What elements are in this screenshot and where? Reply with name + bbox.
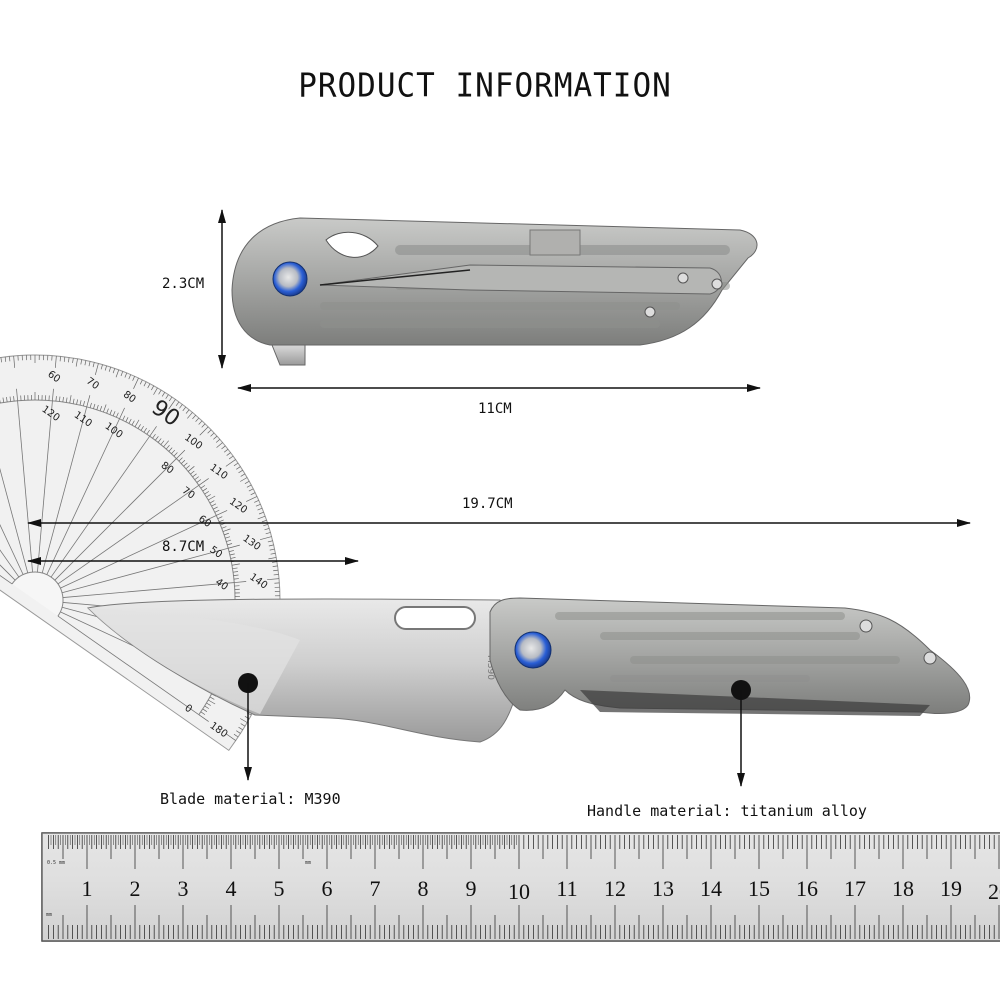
- ruler-number: 8: [418, 876, 429, 901]
- ruler-unit-top: 0.5 mm: [47, 860, 65, 866]
- ruler-number: 18: [892, 876, 914, 901]
- protractor-ray: [0, 418, 24, 575]
- blade-material-label: Blade material: M390: [160, 790, 341, 808]
- page-title: PRODUCT INFORMATION: [298, 67, 672, 105]
- protractor-ray: [0, 435, 20, 578]
- open-length-label: 19.7CM: [462, 496, 513, 512]
- protractor-ray: [41, 406, 88, 574]
- ruler-number: 9: [466, 876, 477, 901]
- protractor-ray: [57, 615, 200, 716]
- protractor-ray: [37, 400, 53, 573]
- ruler-number: 3: [178, 876, 189, 901]
- ruler-number: 2: [130, 876, 141, 901]
- ruler-number: 13: [652, 876, 674, 901]
- ruler-number: 12: [604, 876, 626, 901]
- ruler-number: 19: [940, 876, 962, 901]
- ruler-number: 10: [508, 879, 530, 904]
- ruler-number: 4: [226, 876, 237, 901]
- protractor-ray: [57, 484, 200, 585]
- ruler-number: 14: [700, 876, 722, 901]
- protractor-label: 0: [182, 703, 194, 716]
- height-label: 2.3CM: [162, 276, 205, 292]
- closed-length-label: 11CM: [478, 401, 512, 417]
- ruler-number: 11: [556, 876, 577, 901]
- protractor-ray: [0, 406, 29, 574]
- ruler-number: 20: [988, 879, 1000, 904]
- protractor-ray: [61, 547, 229, 594]
- protractor-ray: [50, 435, 151, 578]
- ruler-number: 6: [322, 876, 333, 901]
- blade-length-label: 8.7CM: [162, 539, 205, 555]
- handle-material-label: Handle material: titanium alloy: [587, 802, 867, 820]
- ruler-number: 17: [844, 876, 866, 901]
- ruler-number: 5: [274, 876, 285, 901]
- closed-knife: [231, 217, 758, 366]
- ruler-unit-mid: mm: [305, 860, 311, 866]
- protractor-ray: [62, 582, 235, 598]
- ruler-number: 1: [82, 876, 93, 901]
- ruler-number: 7: [370, 876, 381, 901]
- protractor-ray: [60, 515, 217, 589]
- protractor-ray: [46, 418, 120, 575]
- ruler-number: 15: [748, 876, 770, 901]
- ruler-number: 16: [796, 876, 818, 901]
- open-knife: M390: [86, 597, 971, 743]
- ruler-unit-bottom: mm: [46, 912, 52, 918]
- protractor-ray: [17, 400, 33, 573]
- blade-stamp: M390: [485, 655, 495, 680]
